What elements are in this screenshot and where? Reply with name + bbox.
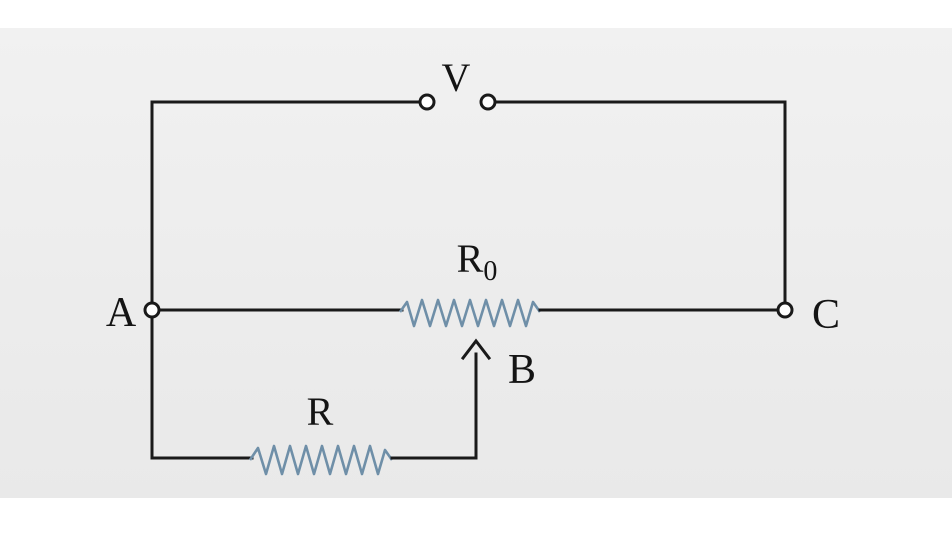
voltage-terminal-left [418,93,436,111]
label-a: A [106,290,137,336]
node-c-terminal [776,301,794,319]
wire-a-to-resistor [150,315,254,460]
label-c: C [812,292,840,338]
label-r0: R0 [457,236,498,287]
wire-top-right [493,100,787,304]
resistor-r [248,444,394,476]
node-a-terminal [143,301,161,319]
label-r0-main: R [457,236,484,281]
label-v: V [442,55,471,100]
wire-top-left [150,100,422,310]
rheostat-r0 [398,298,542,328]
wire-resistor-to-slider [390,352,478,460]
label-b: B [508,347,536,393]
slider-arrow-icon [460,338,492,361]
label-r0-subscript: 0 [483,256,497,287]
label-r: R [307,389,334,434]
voltage-terminal-right [479,93,497,111]
